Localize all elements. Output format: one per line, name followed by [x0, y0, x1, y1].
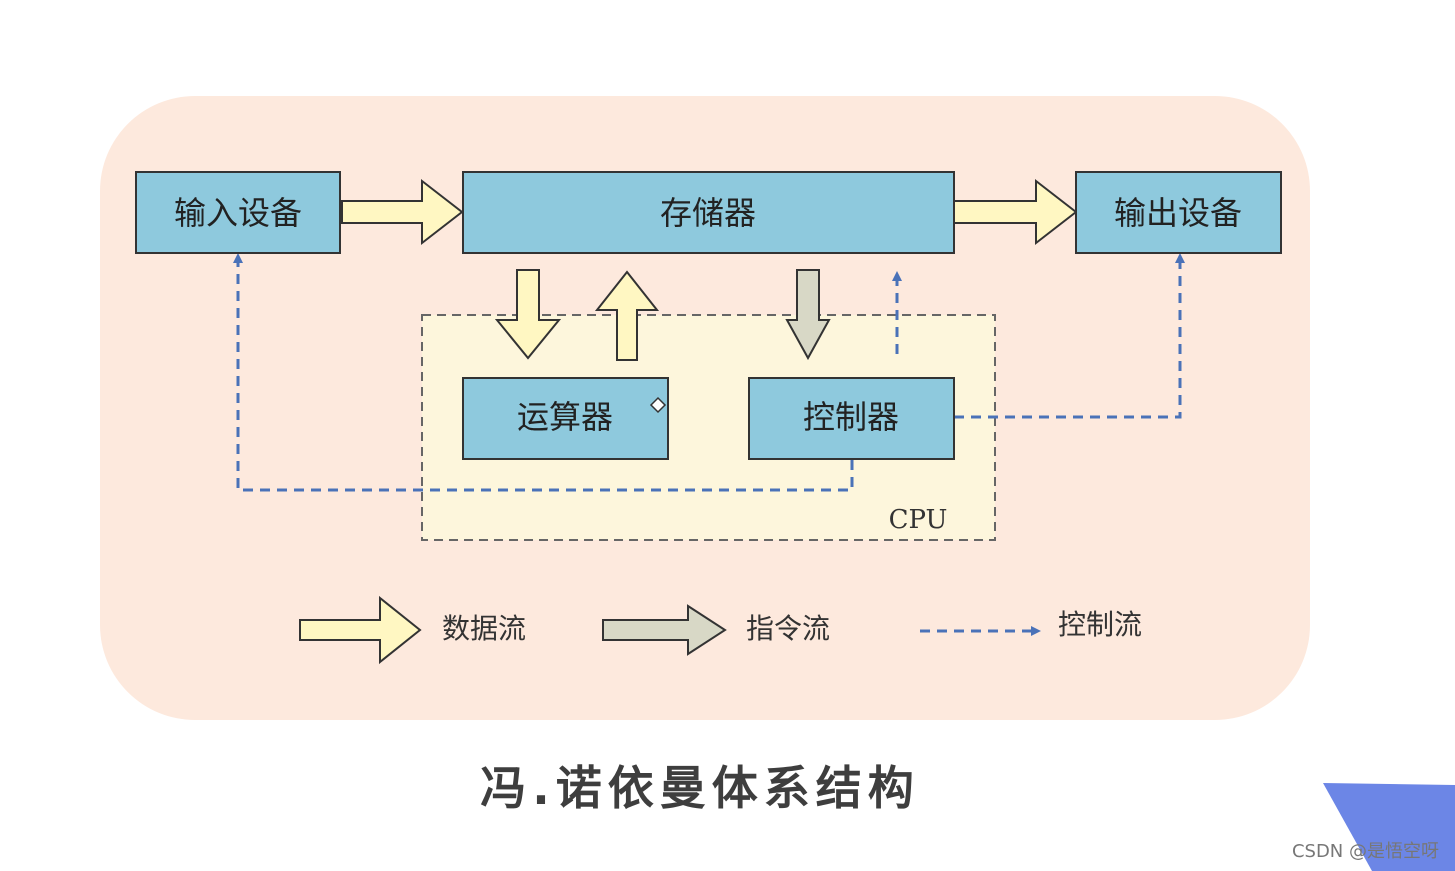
- control-line-to-output: [954, 253, 1185, 419]
- corner-decoration: [1323, 783, 1455, 871]
- diagram-caption: 冯.诺依曼体系结构: [480, 761, 920, 815]
- data-arrow-input-to-memory: [341, 178, 464, 246]
- legend-data-label: 数据流: [442, 612, 526, 645]
- legend-control-label: 控制流: [1058, 608, 1142, 641]
- cpu-label: CPU: [889, 505, 948, 535]
- cursor-icon: [649, 396, 667, 414]
- input-device-node: 输入设备: [135, 171, 341, 254]
- legend-data-arrow-icon: [299, 595, 422, 665]
- output-device-label: 输出设备: [1114, 194, 1242, 232]
- data-arrow-memory-to-output: [953, 178, 1078, 246]
- memory-node: 存储器: [462, 171, 955, 254]
- output-device-node: 输出设备: [1075, 171, 1282, 254]
- legend-instruction-arrow-icon: [602, 604, 727, 656]
- instruction-arrow-memory-to-controller: [785, 269, 831, 361]
- data-arrow-alu-to-memory: [594, 270, 660, 361]
- alu-label: 运算器: [517, 398, 613, 436]
- input-device-label: 输入设备: [174, 194, 302, 232]
- alu-node: 运算器: [462, 377, 669, 460]
- legend: 数据流 指令流 控制流: [299, 595, 1142, 665]
- memory-label: 存储器: [660, 194, 756, 232]
- controller-node: 控制器: [748, 377, 955, 460]
- watermark: CSDN @是悟空呀: [1291, 841, 1439, 862]
- legend-instruction-label: 指令流: [746, 612, 830, 645]
- controller-label: 控制器: [803, 398, 899, 436]
- data-arrow-memory-to-alu: [494, 269, 562, 360]
